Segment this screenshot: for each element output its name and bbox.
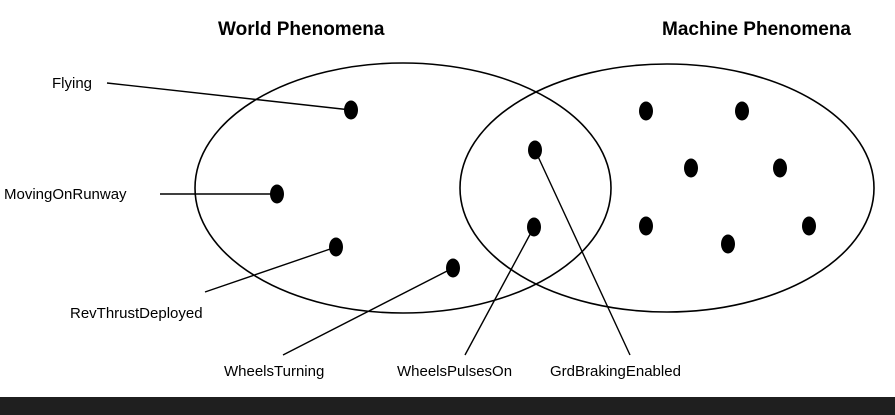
grd-braking-enabled-label: GrdBrakingEnabled <box>550 363 681 380</box>
flying-leader-line <box>106 82 352 111</box>
wheels-turning-dot <box>446 258 460 278</box>
machine-phenomena-title: Machine Phenomena <box>662 19 851 40</box>
moving-on-runway-label: MovingOnRunway <box>4 186 127 203</box>
world-phenomena-title: World Phenomena <box>218 19 385 40</box>
wheels-pulses-on-dot <box>527 217 541 237</box>
machine-phenomenon-dot <box>721 234 735 254</box>
wheels-pulses-on-leader-line <box>464 226 535 356</box>
machine-phenomenon-dot <box>639 216 653 236</box>
machine-phenomenon-dot <box>773 158 787 178</box>
flying-dot <box>344 100 358 120</box>
machine-phenomenon-dot <box>802 216 816 236</box>
bottom-bar <box>0 397 895 415</box>
machine-phenomenon-dot <box>639 101 653 121</box>
flying-label: Flying <box>52 75 92 92</box>
world-phenomena-ellipse <box>194 62 612 314</box>
moving-on-runway-dot <box>270 184 284 204</box>
machine-phenomenon-dot <box>735 101 749 121</box>
rev-thrust-deployed-dot <box>329 237 343 257</box>
grd-braking-enabled-dot <box>528 140 542 160</box>
grd-braking-enabled-leader-line <box>534 149 631 356</box>
wheels-turning-label: WheelsTurning <box>224 363 324 380</box>
wheels-turning-leader-line <box>282 267 454 356</box>
rev-thrust-deployed-leader-line <box>204 246 337 293</box>
wheels-pulses-on-label: WheelsPulsesOn <box>397 363 512 380</box>
machine-phenomenon-dot <box>684 158 698 178</box>
machine-phenomena-ellipse <box>459 63 875 313</box>
rev-thrust-deployed-label: RevThrustDeployed <box>70 305 203 322</box>
